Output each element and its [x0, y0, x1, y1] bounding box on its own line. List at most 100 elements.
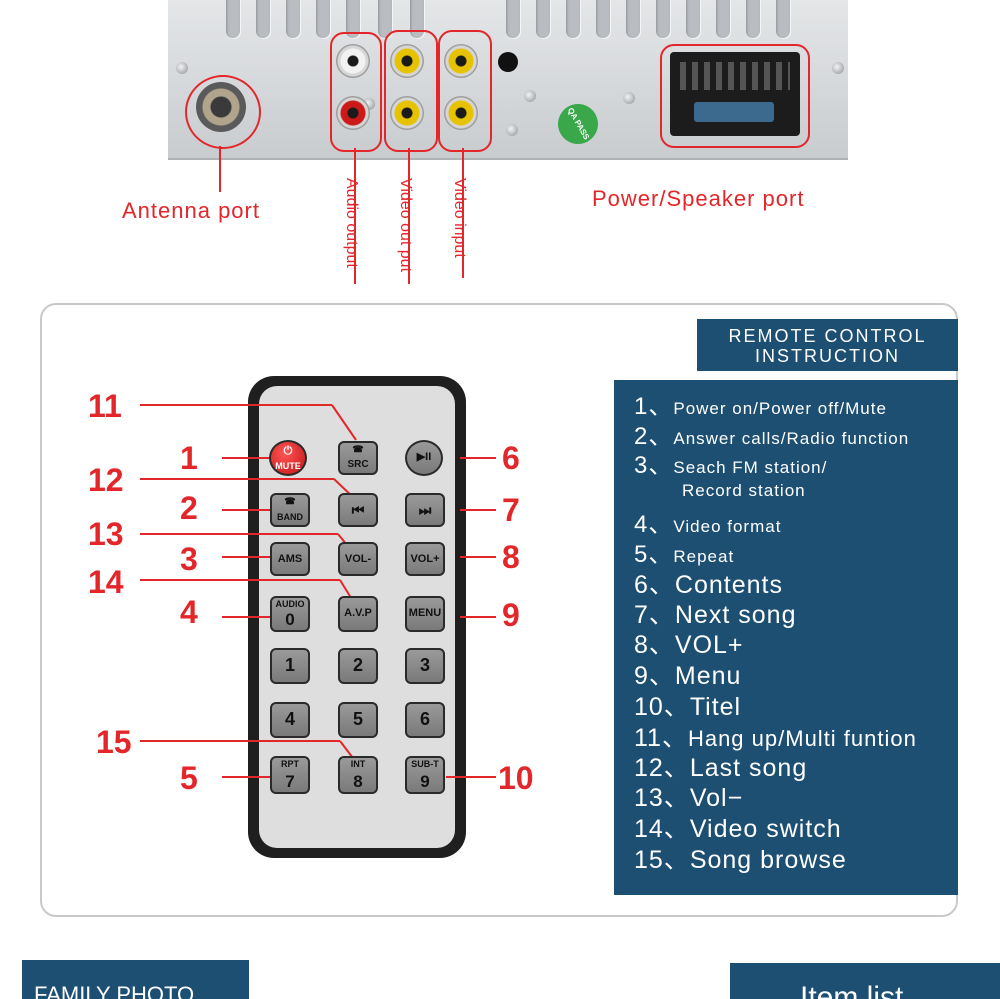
title-line-1: REMOTE CONTROL	[728, 326, 927, 346]
callout-12: 12	[88, 462, 124, 498]
item-list-tab: Item list	[730, 963, 1000, 999]
list-item: 4、Video format	[634, 511, 782, 538]
list-item: 13、Vol−	[634, 784, 744, 812]
ams-button[interactable]: AMS	[270, 542, 310, 576]
callout-2: 2	[180, 490, 198, 526]
vent-slot	[776, 0, 790, 38]
audio-output-leader-line	[354, 148, 356, 284]
video-output-label: Video out put	[397, 178, 414, 273]
avp-button[interactable]: A.V.P	[338, 596, 378, 632]
callout-13: 13	[88, 516, 124, 552]
leader-line-11	[331, 404, 357, 441]
video-in-jack-icon	[444, 96, 478, 130]
vent-slot	[506, 0, 520, 38]
band-button[interactable]: ☎ BAND	[270, 493, 310, 527]
vol-plus-label: VOL+	[410, 553, 440, 565]
vent-slot	[256, 0, 270, 38]
digit-6-button[interactable]: 6	[405, 702, 445, 738]
ams-label: AMS	[277, 553, 303, 565]
src-label: SRC	[347, 459, 369, 470]
vent-slot	[536, 0, 550, 38]
power-speaker-label: Power/Speaker port	[592, 186, 805, 211]
mute-button[interactable]: ⏻ MUTE	[269, 440, 307, 476]
vent-slot	[656, 0, 670, 38]
prev-button[interactable]: ⏮	[338, 493, 378, 527]
menu-label: MENU	[408, 607, 442, 619]
family-photo-tab: FAMILY PHOTO	[22, 960, 249, 999]
menu-button[interactable]: MENU	[405, 596, 445, 632]
digit-7-label: 7	[285, 772, 295, 791]
digit-5-label: 5	[352, 709, 363, 729]
callout-15: 15	[96, 724, 132, 760]
screw-icon	[832, 62, 844, 74]
vent-slot	[378, 0, 392, 38]
list-item: 6、Contents	[634, 571, 783, 599]
digit-0-label: 0	[285, 610, 295, 629]
callout-9: 9	[502, 597, 520, 633]
vent-slot	[286, 0, 300, 38]
play-pause-icon: ▶II	[416, 451, 432, 463]
video-output-leader-line	[408, 148, 410, 284]
antenna-leader-line	[219, 146, 221, 192]
subt-9-button[interactable]: SUB-T 9	[405, 756, 445, 794]
vent-slot	[716, 0, 730, 38]
video-out-jack-icon	[390, 96, 424, 130]
vent-slot	[346, 0, 360, 38]
digit-6-label: 6	[419, 709, 430, 729]
vol-plus-button[interactable]: VOL+	[405, 542, 445, 576]
digit-3-label: 3	[419, 655, 430, 675]
band-label: BAND	[277, 512, 303, 522]
video-input-leader-line	[462, 148, 464, 278]
rear-panel: QA PASS	[168, 0, 848, 160]
list-item: 15、Song browse	[634, 846, 847, 874]
callout-6: 6	[502, 440, 520, 476]
callout-10: 10	[498, 760, 534, 796]
audio-label: AUDIO	[275, 599, 305, 609]
list-item: 9、Menu	[634, 662, 742, 690]
rpt-label: RPT	[281, 759, 299, 769]
next-button[interactable]: ⏭	[405, 493, 445, 527]
src-button[interactable]: ☎ SRC	[338, 441, 378, 475]
screw-icon	[623, 92, 635, 104]
int-8-button[interactable]: INT 8	[338, 756, 378, 794]
power-icon: ⏻	[283, 445, 293, 457]
screw-icon	[524, 90, 536, 102]
list-item: 7、Next song	[634, 601, 797, 629]
list-item: 1、Power on/Power off/Mute	[634, 393, 887, 420]
video-output-highlight	[384, 30, 438, 152]
prev-icon: ⏮	[351, 502, 365, 518]
rpt-7-button[interactable]: RPT 7	[270, 756, 310, 794]
vent-slot	[316, 0, 330, 38]
list-item: 10、Titel	[634, 693, 742, 721]
vent-slot	[596, 0, 610, 38]
callout-3: 3	[180, 541, 198, 577]
vent-slot	[226, 0, 240, 38]
video-input-highlight	[438, 30, 492, 152]
digit-4-button[interactable]: 4	[270, 702, 310, 738]
audio-white-jack-icon	[336, 44, 370, 78]
phone-icon: ☎	[284, 496, 296, 506]
digit-8-label: 8	[353, 772, 363, 791]
digit-5-button[interactable]: 5	[338, 702, 378, 738]
callout-14: 14	[88, 564, 124, 600]
callout-4: 4	[180, 594, 198, 630]
digit-1-button[interactable]: 1	[270, 648, 310, 684]
vent-slot	[566, 0, 580, 38]
remote-instruction-title: REMOTE CONTROL INSTRUCTION	[697, 319, 958, 371]
audio-0-button[interactable]: AUDIO 0	[270, 596, 310, 632]
vent-slot	[410, 0, 424, 38]
subt-label: SUB-T	[411, 759, 439, 769]
list-item: 2、Answer calls/Radio function	[634, 423, 910, 450]
antenna-port-label: Antenna port	[122, 198, 260, 223]
digit-2-button[interactable]: 2	[338, 648, 378, 684]
digit-3-button[interactable]: 3	[405, 648, 445, 684]
video-input-label: Video input	[451, 178, 468, 258]
play-pause-button[interactable]: ▶II	[405, 440, 443, 476]
vent-slot	[626, 0, 640, 38]
mute-label: MUTE	[275, 461, 301, 471]
audio-output-label: Audio output	[343, 178, 360, 268]
vol-minus-button[interactable]: VOL-	[338, 542, 378, 576]
digit-4-label: 4	[284, 709, 295, 729]
digit-1-label: 1	[284, 655, 295, 675]
